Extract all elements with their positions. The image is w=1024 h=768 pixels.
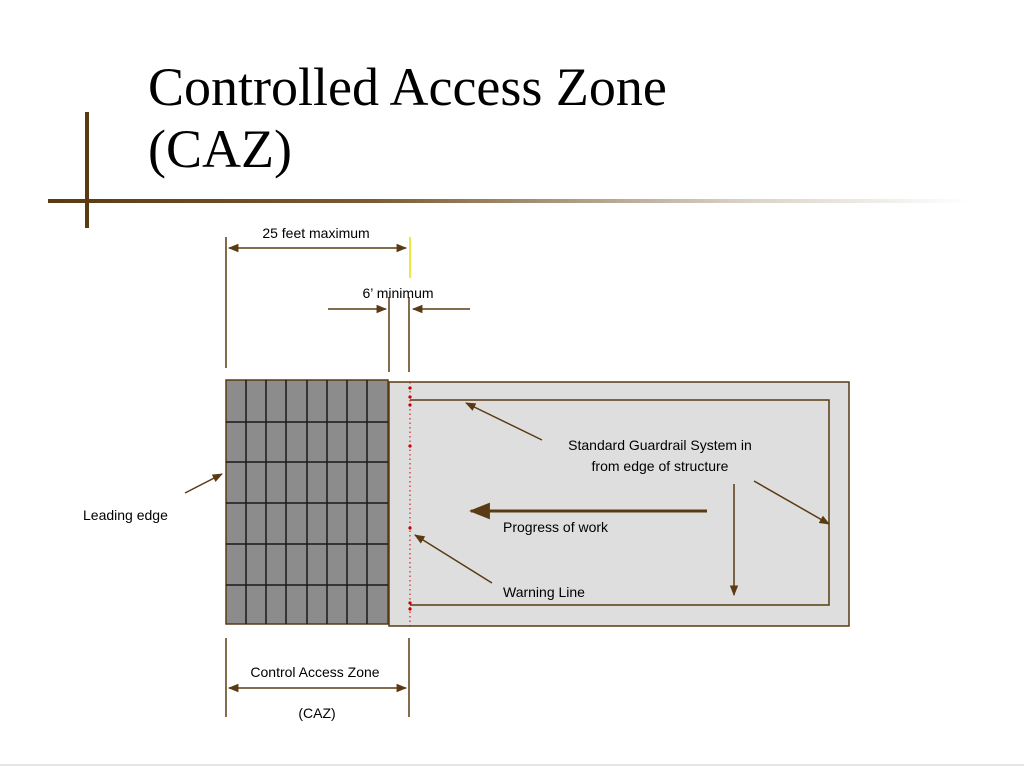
title-rule-vertical xyxy=(85,112,89,228)
progress-label: Progress of work xyxy=(503,519,609,535)
warning-line-stanchions xyxy=(408,386,412,611)
title-rule-horizontal xyxy=(48,199,968,203)
title-line-1: Controlled Access Zone xyxy=(148,57,667,117)
caz-label-line-2: (CAZ) xyxy=(298,705,335,721)
guardrail-callout-arrow-right xyxy=(753,480,830,525)
min-dimension-label: 6’ minimum xyxy=(362,285,433,301)
guardrail-system xyxy=(410,399,830,606)
floor-slab xyxy=(388,381,850,627)
extension-lines xyxy=(225,237,410,717)
max-dimension-label: 25 feet maximum xyxy=(262,225,369,241)
decking-grid-lines xyxy=(226,380,388,624)
warning-line-callout-arrow xyxy=(414,534,493,584)
guardrail-callout-arrow-left xyxy=(465,402,543,441)
guardrail-label-line-2: from edge of structure xyxy=(592,458,729,474)
footer-rule xyxy=(0,764,1024,766)
page-title: Controlled Access Zone (CAZ) xyxy=(148,56,968,180)
caz-label-line-1: Control Access Zone xyxy=(250,664,379,680)
title-line-2: (CAZ) xyxy=(148,119,292,179)
guardrail-label-line-1: Standard Guardrail System in xyxy=(568,437,752,453)
leading-edge-callout-arrow xyxy=(184,473,223,494)
warning-line-label: Warning Line xyxy=(503,584,585,600)
leading-edge-label: Leading edge xyxy=(83,507,168,523)
